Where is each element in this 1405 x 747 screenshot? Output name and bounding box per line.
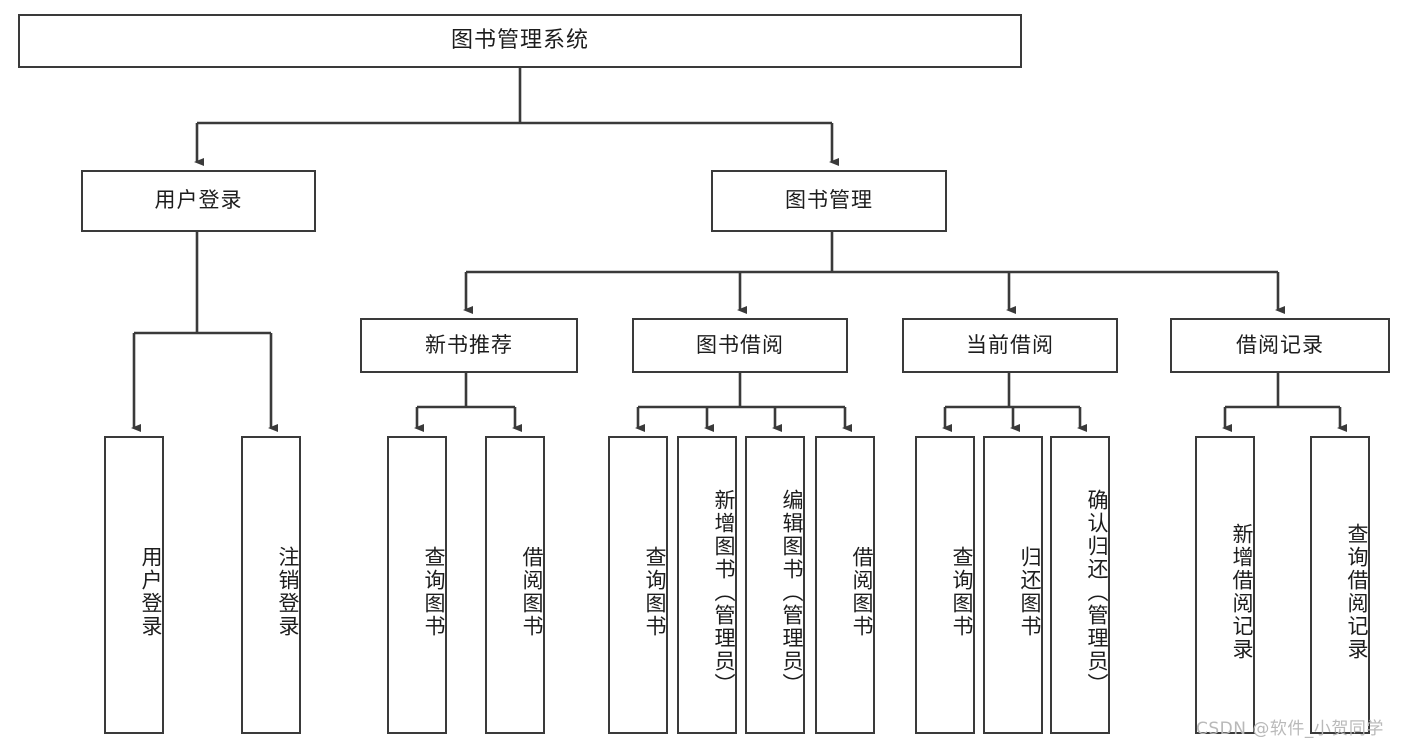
leaf-new-book-query[interactable]: 查询图书 <box>387 436 447 734</box>
node-book-management[interactable]: 图书管理 <box>711 170 947 232</box>
leaf-user-login-logout-label: 注销登录 <box>276 546 300 638</box>
leaf-book-borrow-add-label: 新增图书（管理员） <box>712 488 736 696</box>
leaf-new-book-borrow-label: 借阅图书 <box>520 546 544 638</box>
node-borrow-record-label: 借阅记录 <box>1236 332 1324 357</box>
node-root-system[interactable]: 图书管理系统 <box>18 14 1022 68</box>
leaf-book-borrow-query-label: 查询图书 <box>643 546 667 638</box>
leaf-user-login-logout[interactable]: 注销登录 <box>241 436 301 734</box>
leaf-current-borrow-confirm-label: 确认归还（管理员） <box>1085 488 1109 696</box>
node-current-borrow-label: 当前借阅 <box>966 332 1054 357</box>
leaf-current-borrow-return[interactable]: 归还图书 <box>983 436 1043 734</box>
node-borrow-record[interactable]: 借阅记录 <box>1170 318 1390 373</box>
node-user-login-label: 用户登录 <box>154 188 243 213</box>
node-user-login[interactable]: 用户登录 <box>81 170 316 232</box>
leaf-user-login-login[interactable]: 用户登录 <box>104 436 164 734</box>
leaf-book-borrow-edit-label: 编辑图书（管理员） <box>780 488 804 696</box>
leaf-book-borrow-edit[interactable]: 编辑图书（管理员） <box>745 436 805 734</box>
leaf-current-borrow-query-label: 查询图书 <box>950 546 974 638</box>
leaf-current-borrow-return-label: 归还图书 <box>1018 546 1042 638</box>
node-new-book-recommend[interactable]: 新书推荐 <box>360 318 578 373</box>
leaf-current-borrow-confirm[interactable]: 确认归还（管理员） <box>1050 436 1110 734</box>
leaf-book-borrow-borrow[interactable]: 借阅图书 <box>815 436 875 734</box>
node-book-borrow[interactable]: 图书借阅 <box>632 318 848 373</box>
leaf-user-login-login-label: 用户登录 <box>139 546 163 638</box>
leaf-book-borrow-borrow-label: 借阅图书 <box>850 546 874 638</box>
watermark: CSDN @软件_小贺同学 <box>1196 719 1384 739</box>
node-new-book-recommend-label: 新书推荐 <box>425 332 513 357</box>
leaf-borrow-record-query-label: 查询借阅记录 <box>1345 523 1369 661</box>
node-root-system-label: 图书管理系统 <box>450 27 589 53</box>
node-book-borrow-label: 图书借阅 <box>696 332 784 357</box>
leaf-borrow-record-query[interactable]: 查询借阅记录 <box>1310 436 1370 734</box>
leaf-book-borrow-query[interactable]: 查询图书 <box>608 436 668 734</box>
leaf-new-book-borrow[interactable]: 借阅图书 <box>485 436 545 734</box>
node-book-management-label: 图书管理 <box>785 188 873 213</box>
leaf-book-borrow-add[interactable]: 新增图书（管理员） <box>677 436 737 734</box>
leaf-new-book-query-label: 查询图书 <box>422 546 446 638</box>
leaf-borrow-record-add[interactable]: 新增借阅记录 <box>1195 436 1255 734</box>
leaf-current-borrow-query[interactable]: 查询图书 <box>915 436 975 734</box>
node-current-borrow[interactable]: 当前借阅 <box>902 318 1118 373</box>
leaf-borrow-record-add-label: 新增借阅记录 <box>1230 523 1254 661</box>
